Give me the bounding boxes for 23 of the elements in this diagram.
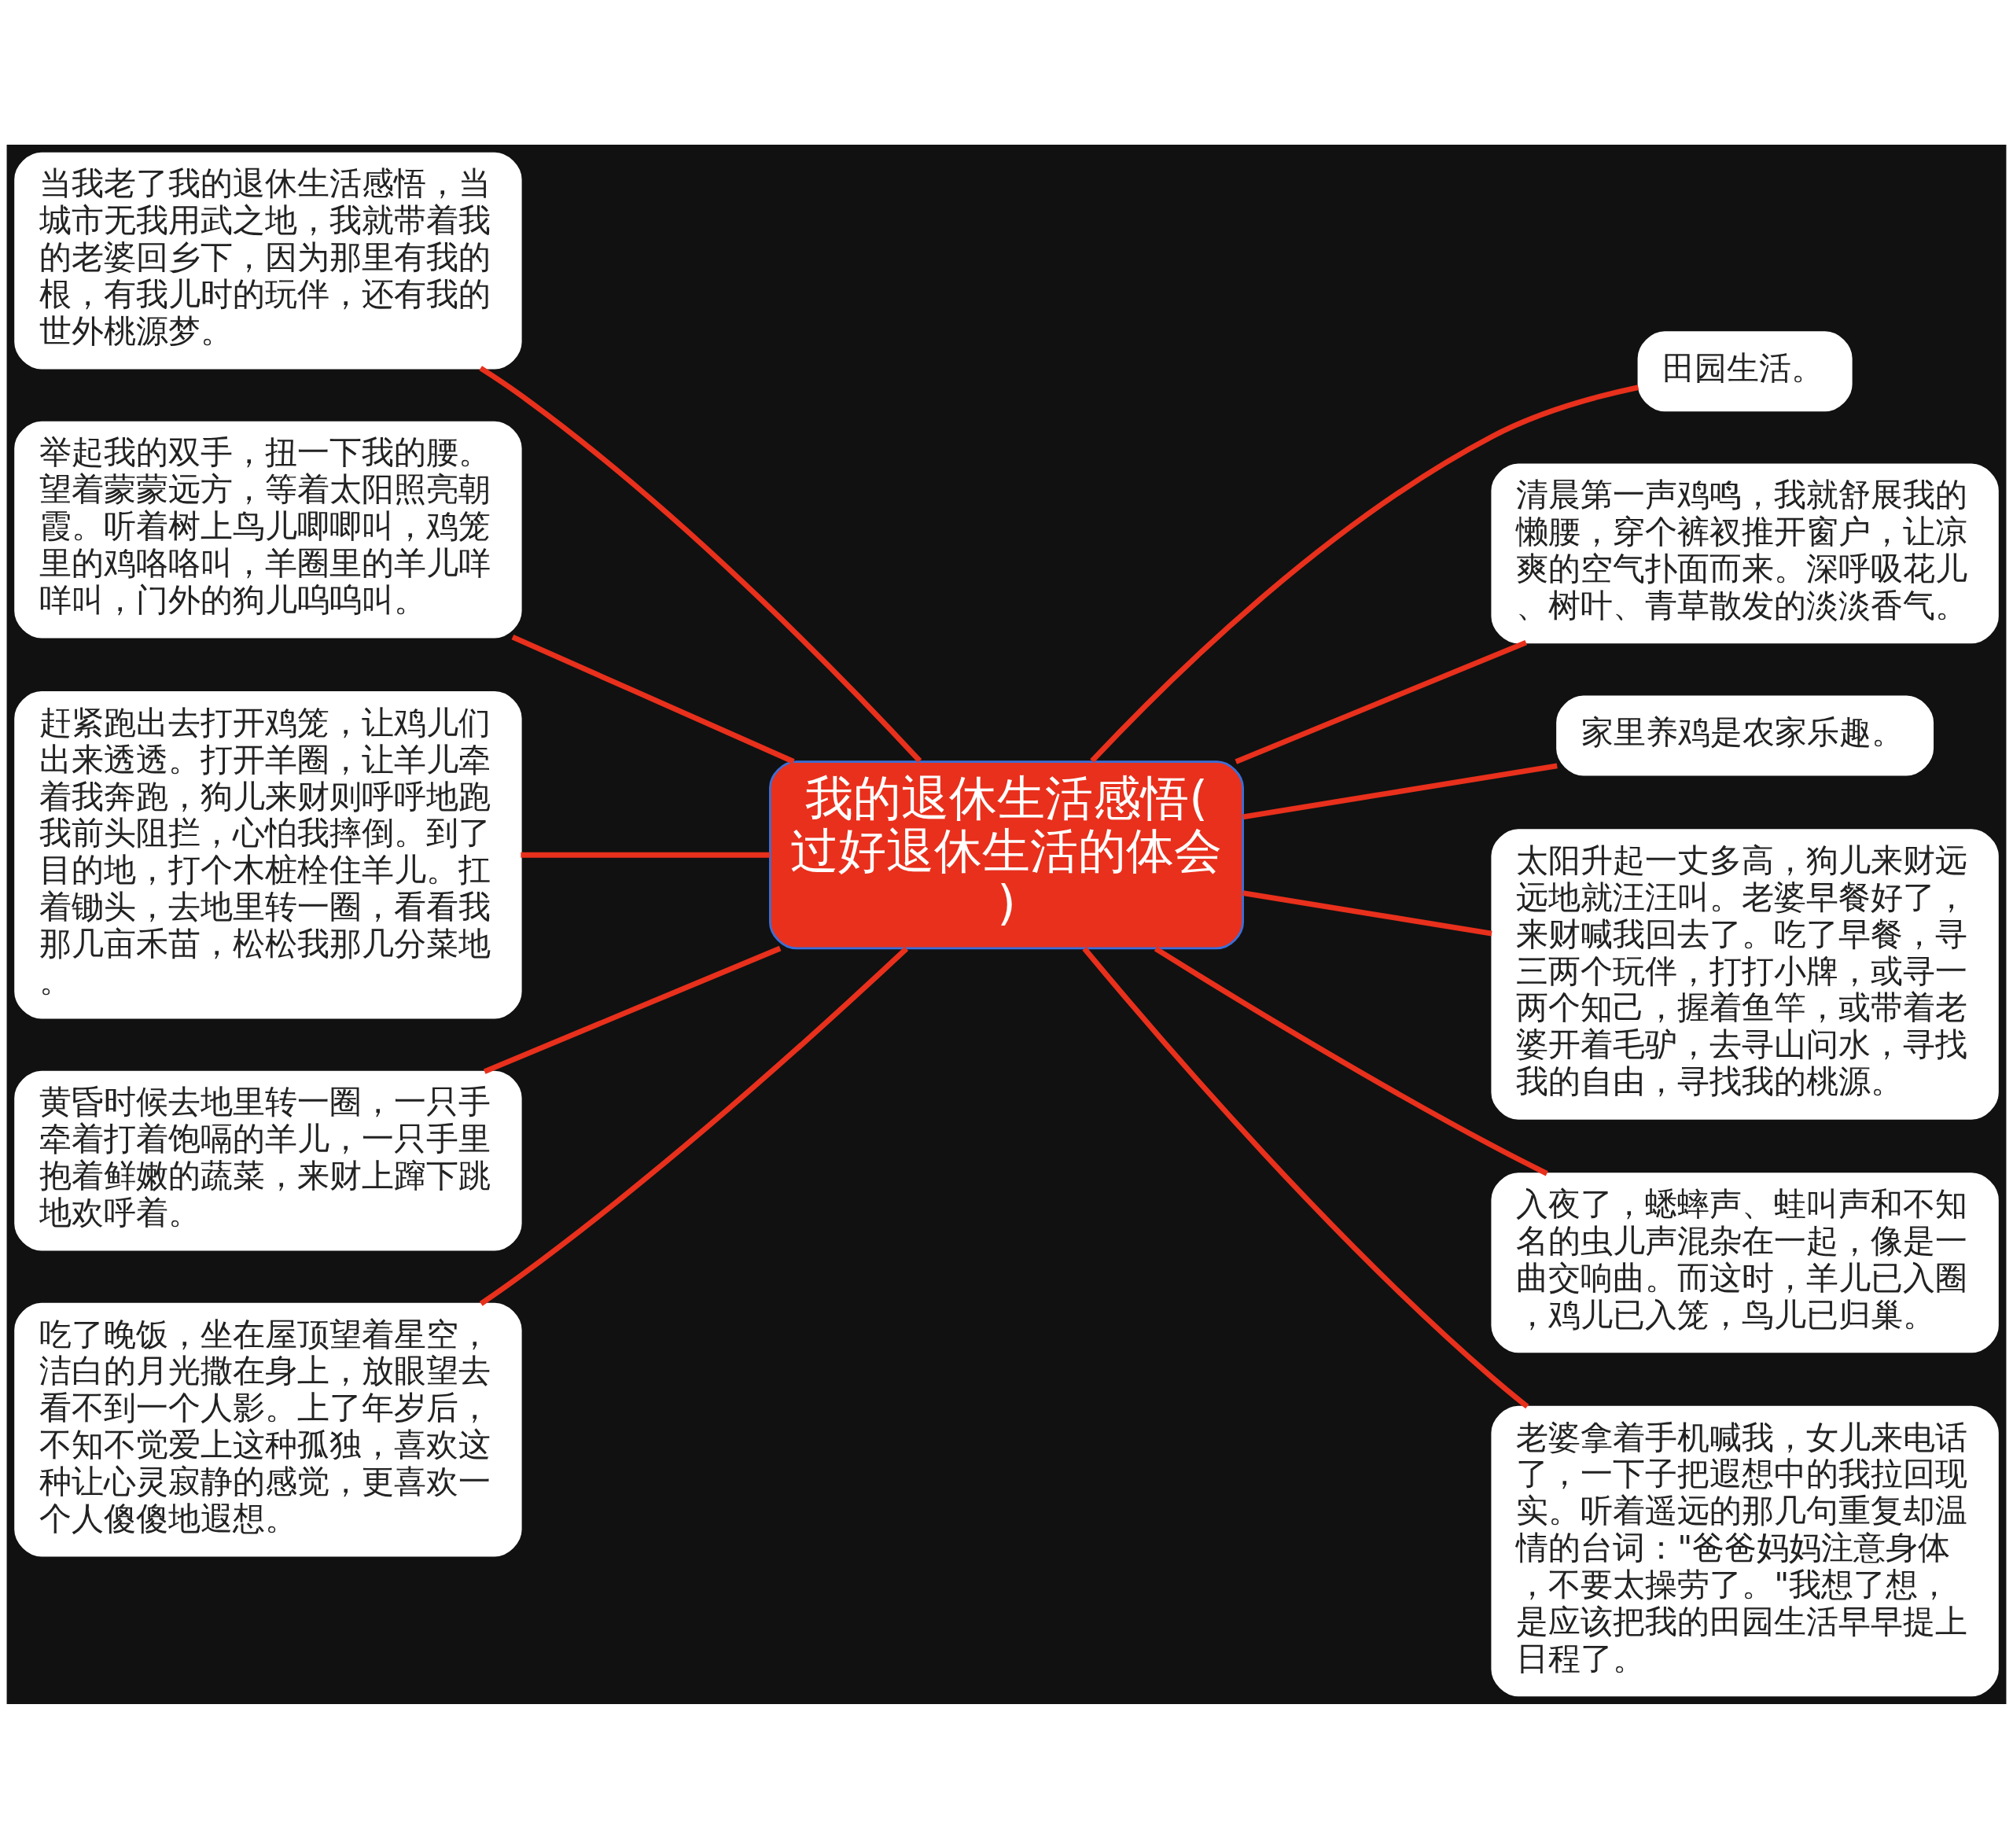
connector bbox=[1082, 946, 1529, 1408]
node-box: 吃了晚饭，坐在屋顶望着星空，洁白的月光撒在身上，放眼望去看不到一个人影。上了年岁后，不知不觉爱上这种孤独，喜欢这种让心灵寂静的感觉，更喜欢一个人傻傻地遐想。 bbox=[14, 1302, 522, 1556]
node-box: 当我老了我的退休生活感悟，当城市无我用武之地，我就带着我的老婆回乡下，因为那里有我的根，有我儿时的玩伴，还有我的世外桃源梦。 bbox=[14, 152, 522, 369]
node-box: 入夜了，蟋蟀声、蛙叫声和不知名的虫儿声混杂在一起，像是一曲交响曲。而这时，羊儿已入圈，鸡儿已入笼，鸟儿已归巢。 bbox=[1491, 1172, 1999, 1353]
node-box: 我的退休生活感悟(过好退休生活的体会) bbox=[769, 760, 1244, 949]
connector bbox=[1242, 889, 1492, 936]
connector bbox=[483, 945, 782, 1074]
connector bbox=[1242, 763, 1558, 819]
connector bbox=[1235, 639, 1527, 764]
node-box: 田园生活。 bbox=[1637, 330, 1853, 411]
node-box: 家里养鸡是农家乐趣。 bbox=[1556, 695, 1934, 776]
node-box: 清晨第一声鸡鸣，我就舒展我的懒腰，穿个裤衩推开窗户，让凉爽的空气扑面而来。深呼吸花儿、树叶、青草散发的淡淡香气。 bbox=[1491, 462, 1999, 643]
node-box: 黄昏时候去地里转一圈，一只手牵着打着饱嗝的羊儿，一只手里抱着鲜嫩的蔬菜，来财上蹿下跳地欢呼着。 bbox=[14, 1070, 522, 1251]
connector bbox=[479, 946, 909, 1306]
connector bbox=[479, 365, 922, 763]
connector bbox=[511, 634, 795, 764]
node-box: 举起我的双手，扭一下我的腰。望着蒙蒙远方，等着太阳照亮朝霞。听着树上鸟儿唧唧叫，鸡笼里的鸡咯咯叫，羊圈里的羊儿咩咩叫，门外的狗儿呜呜叫。 bbox=[14, 421, 522, 638]
node-box: 赶紧跑出去打开鸡笼，让鸡儿们出来透透。打开羊圈，让羊儿牵着我奔跑，狗儿来财则呼呼地跑我前头阻拦，心怕我摔倒。到了目的地，打个木桩栓住羊儿。扛着锄头，去地里转一圈，看看我那几亩禾苗，松松我那几分菜地。 bbox=[14, 690, 522, 1018]
node-box: 老婆拿着手机喊我，女儿来电话了，一下子把遐想中的我拉回现实。听着遥远的那几句重复却温情的台词："爸爸妈妈注意身体，不要太操劳了。"我想了想，是应该把我的田园生活早早提上日程了。 bbox=[1491, 1405, 1999, 1696]
connector bbox=[1090, 384, 1639, 763]
connector bbox=[1154, 946, 1548, 1176]
connector bbox=[521, 852, 770, 858]
node-box: 太阳升起一丈多高，狗儿来财远远地就汪汪叫。老婆早餐好了，来财喊我回去了。吃了早餐，寻三两个玩伴，打打小牌，或寻一两个知己，握着鱼竿，或带着老婆开着毛驴，去寻山问水，寻找我的自由，寻找我的桃源。 bbox=[1491, 828, 1999, 1120]
